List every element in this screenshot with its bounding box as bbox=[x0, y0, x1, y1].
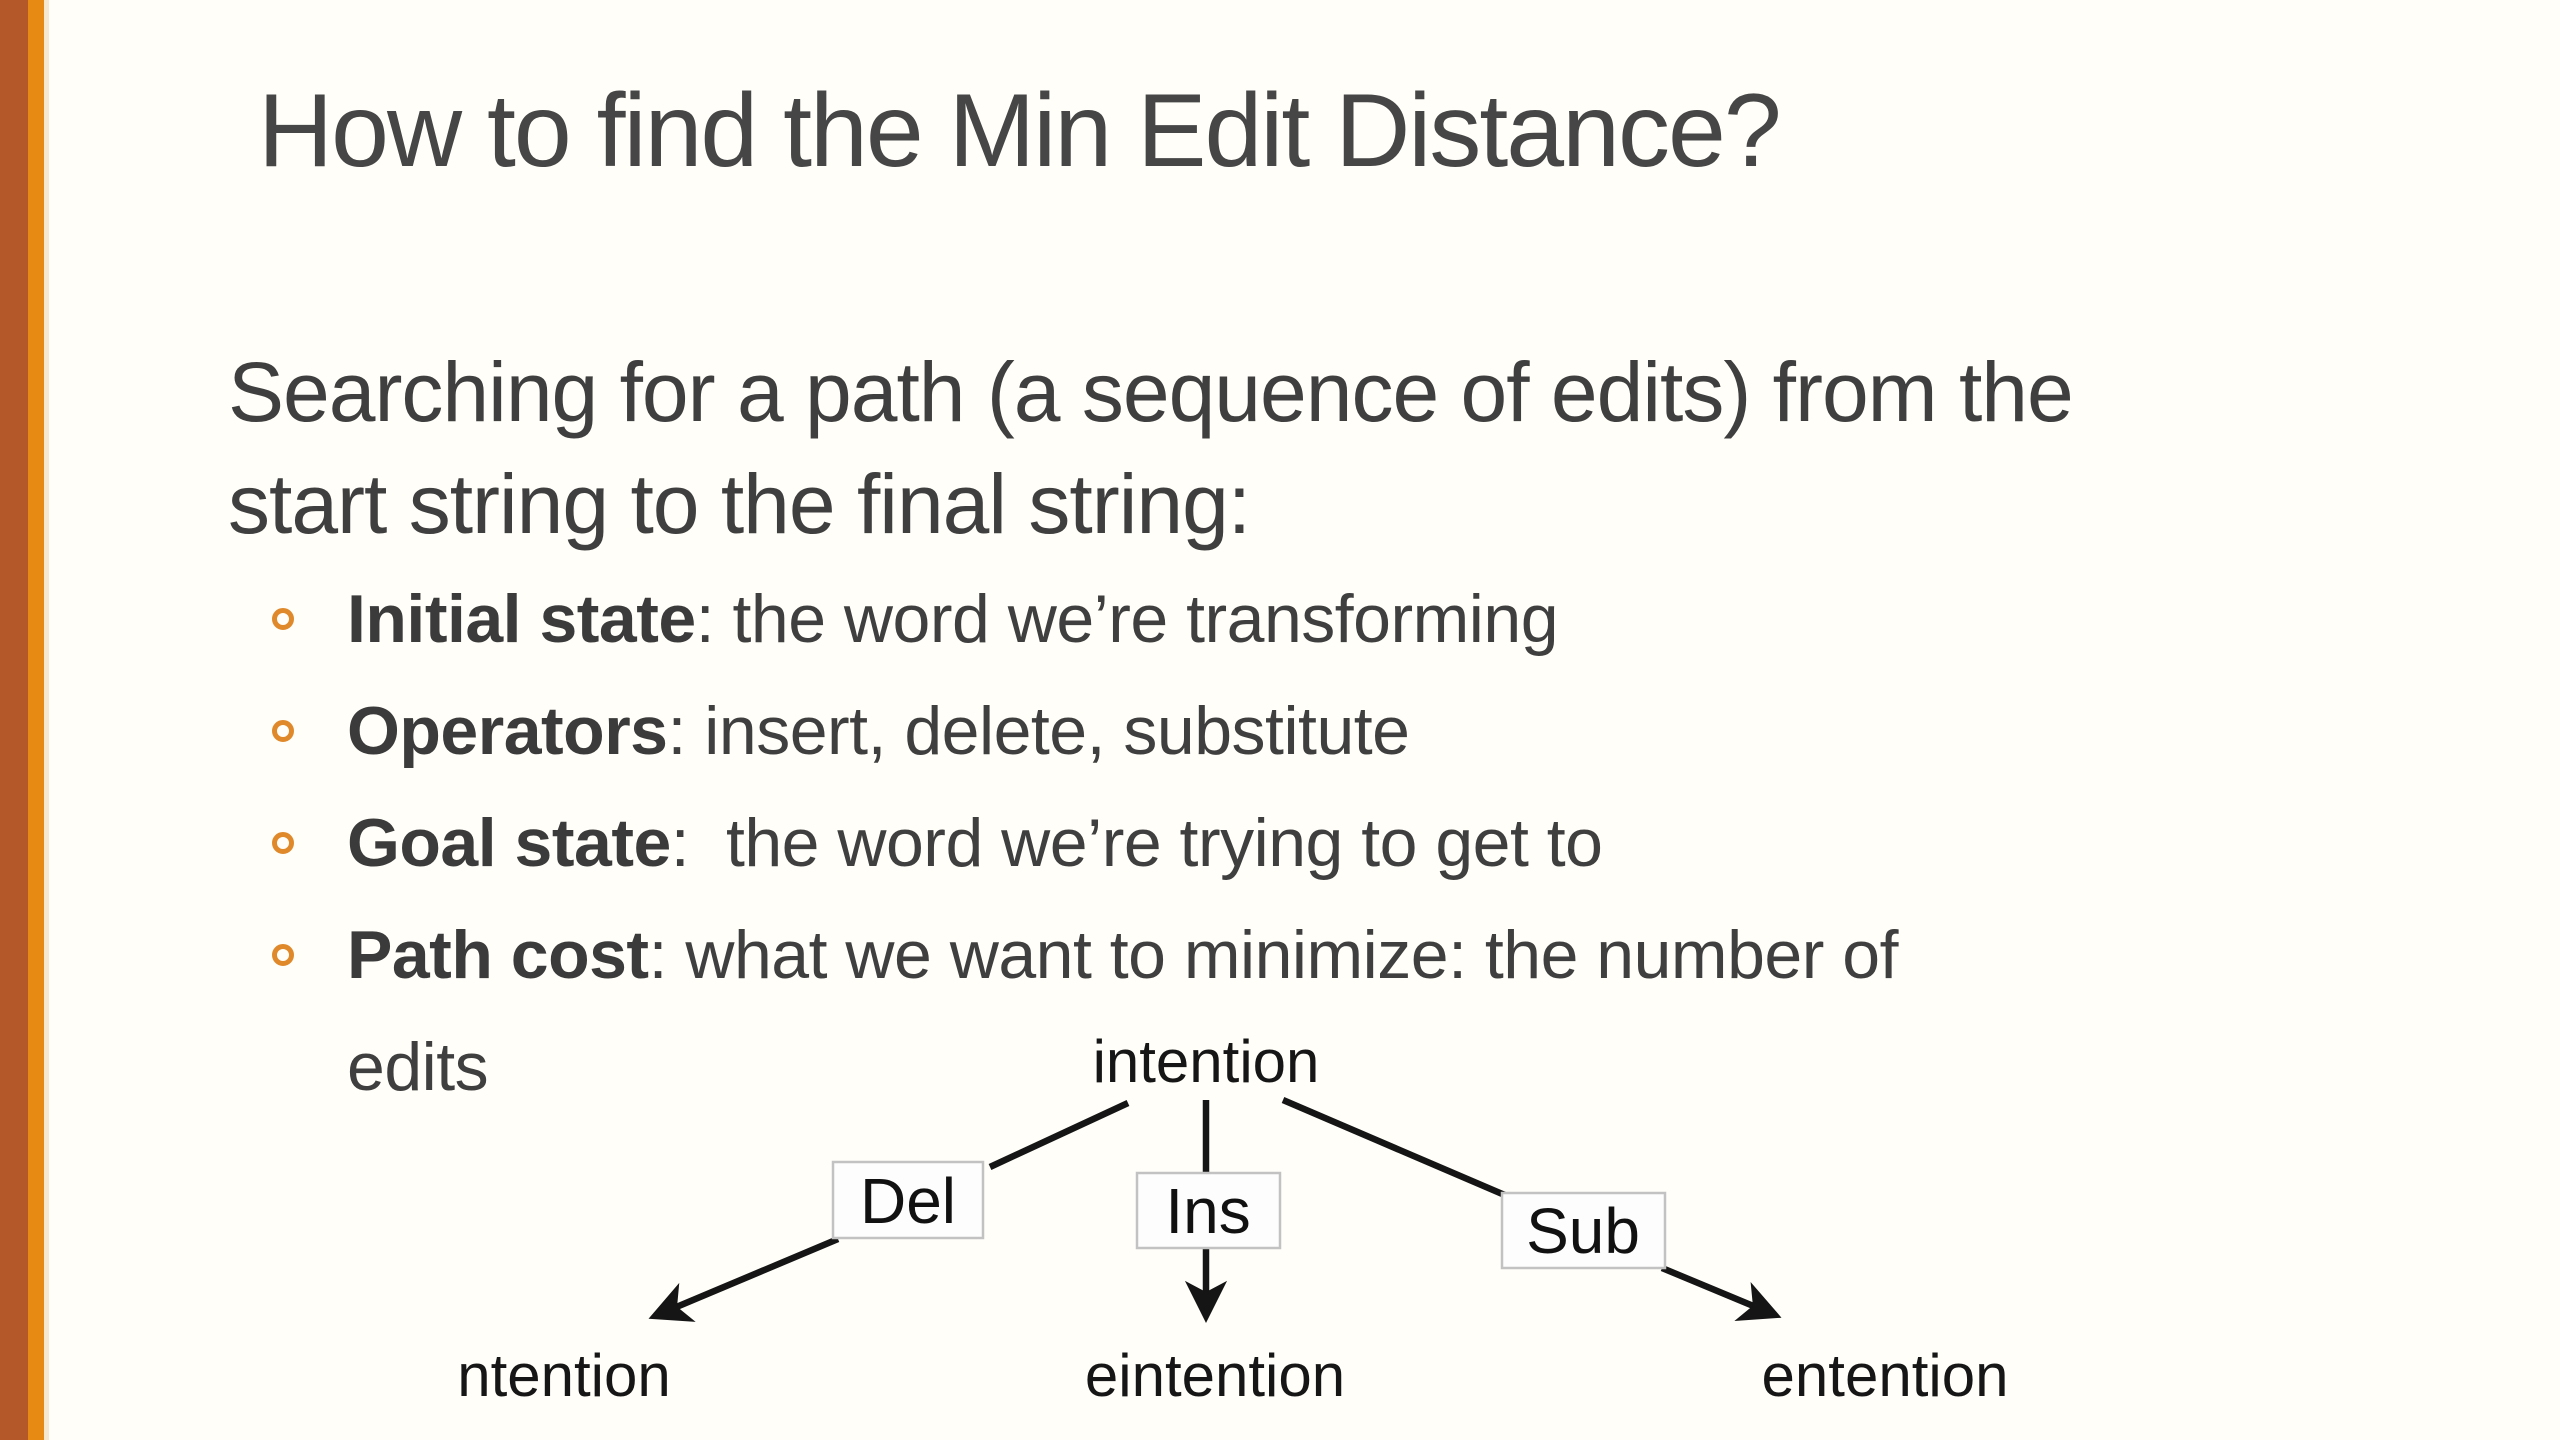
bullet-term: Path cost bbox=[347, 917, 649, 993]
del-operation-box bbox=[831, 1160, 985, 1240]
left-accent-bar-outer bbox=[0, 0, 28, 1440]
result-word-ins: eintention bbox=[1085, 1342, 1345, 1409]
bullet-text: : what we want to minimize: the number o… bbox=[648, 917, 1899, 993]
slide-title: How to find the Min Edit Distance? bbox=[258, 73, 1782, 189]
del-edge-arrow bbox=[648, 1236, 840, 1322]
result-word-sub: entention bbox=[1762, 1342, 2009, 1409]
left-accent-bar-inner bbox=[28, 0, 44, 1440]
left-accent-bar-sliver bbox=[44, 0, 49, 1440]
bullet-circle-icon bbox=[272, 608, 294, 630]
ins-operation-box bbox=[1135, 1171, 1282, 1250]
bullet-text: : the word we’re trying to get to bbox=[670, 805, 1603, 881]
bullet-text-wrap: edits bbox=[347, 1029, 489, 1105]
bullet-term: Goal state bbox=[347, 805, 671, 881]
ins-operation-label: Ins bbox=[1165, 1175, 1250, 1247]
sub-edge-arrow bbox=[1660, 1264, 1782, 1321]
intro-line-1: Searching for a path (a sequence of edit… bbox=[228, 345, 2074, 439]
del-operation-label: Del bbox=[860, 1165, 956, 1237]
bullet-item-initial-state: Initial state: the word we’re transformi… bbox=[228, 563, 2328, 675]
bullet-list: Initial state: the word we’re transformi… bbox=[228, 563, 2328, 1123]
bullet-item-path-cost: Path cost: what we want to minimize: the… bbox=[228, 899, 2328, 1123]
bullet-circle-icon bbox=[272, 720, 294, 742]
bullet-item-goal-state: Goal state: the word we’re trying to get… bbox=[228, 787, 2328, 899]
bullet-text: : insert, delete, substitute bbox=[667, 693, 1410, 769]
bullet-term: Operators bbox=[347, 693, 668, 769]
sub-operation-label: Sub bbox=[1526, 1195, 1640, 1267]
bullet-term: Initial state bbox=[347, 581, 696, 657]
intro-paragraph: Searching for a path (a sequence of edit… bbox=[228, 336, 2074, 560]
bullet-item-operators: Operators: insert, delete, substitute bbox=[228, 675, 2328, 787]
bullet-circle-icon bbox=[272, 944, 294, 966]
sub-operation-box bbox=[1500, 1191, 1667, 1270]
bullet-circle-icon bbox=[272, 832, 294, 854]
intro-line-2: start string to the final string: bbox=[228, 457, 1251, 551]
bullet-text: : the word we’re transforming bbox=[695, 581, 1559, 657]
result-word-del: ntention bbox=[457, 1342, 671, 1409]
